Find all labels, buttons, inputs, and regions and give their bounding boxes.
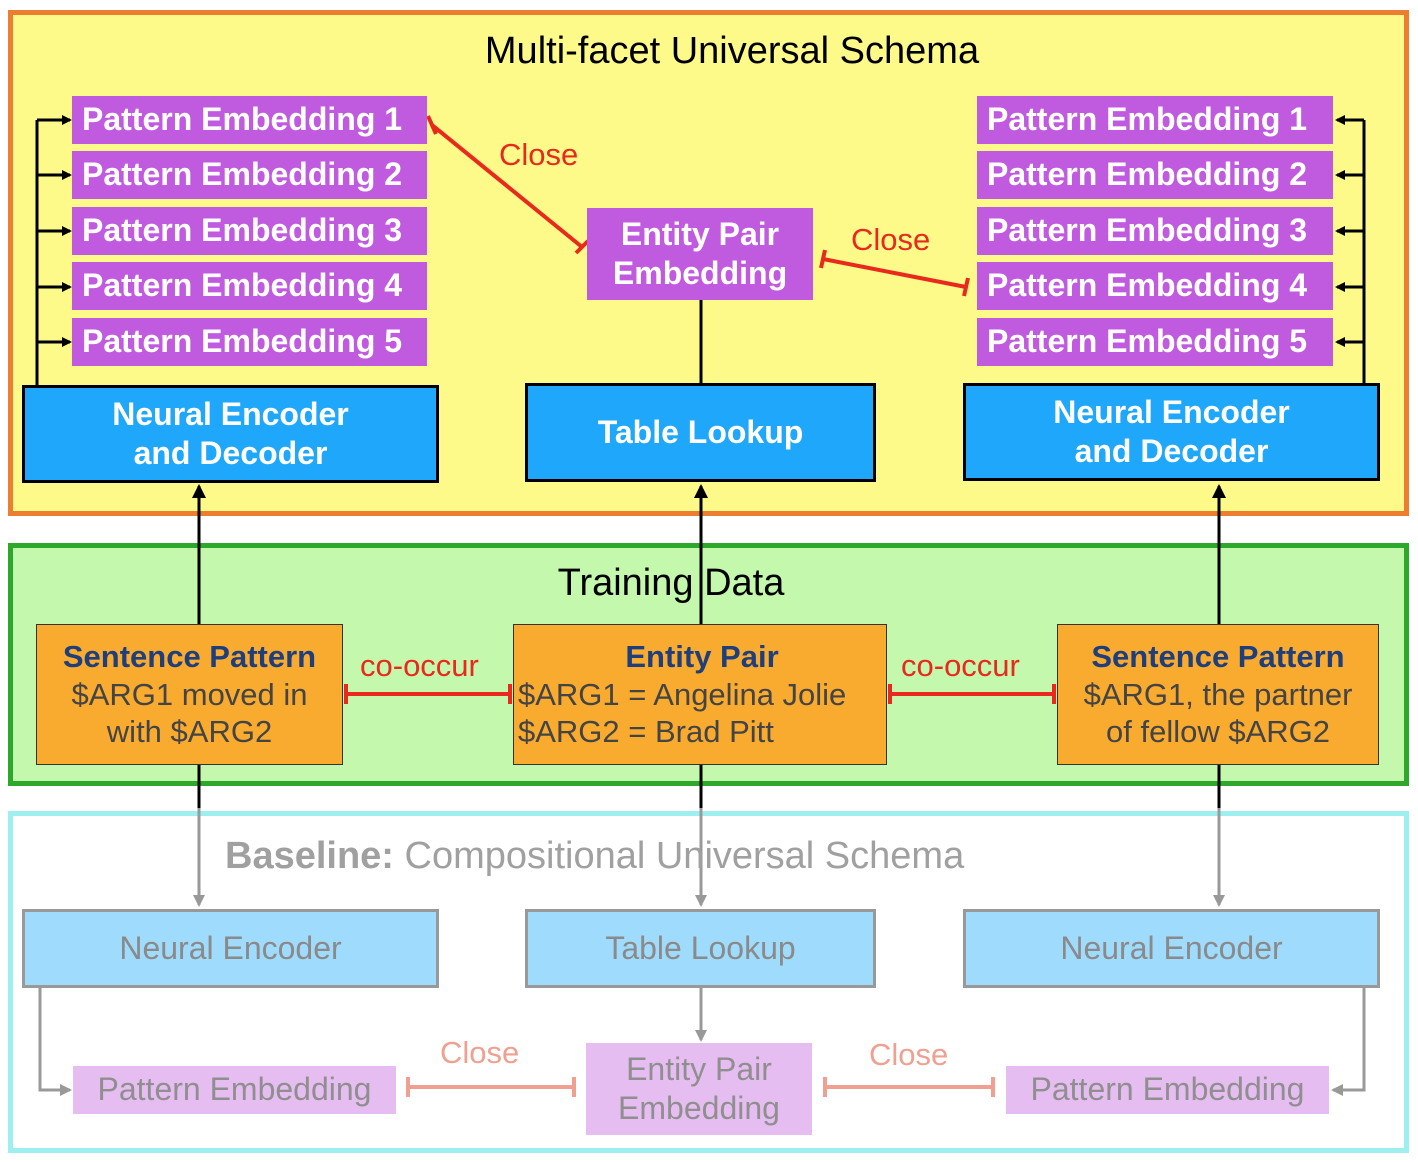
left-pattern-embedding-3: Pattern Embedding 3	[72, 207, 427, 255]
left-encoder-line2: and Decoder	[133, 435, 328, 471]
right-pattern-embedding-1: Pattern Embedding 1	[977, 96, 1333, 144]
table-lookup-label: Table Lookup	[597, 413, 804, 450]
close-label-top-right: Close	[851, 222, 931, 257]
close-lines-top	[426, 115, 970, 297]
right-encoder-bracket	[1335, 115, 1366, 383]
right-sentence-pattern-heading: Sentence Pattern	[1091, 638, 1345, 674]
left-encoder-line1: Neural Encoder	[112, 395, 349, 432]
left-sentence-pattern-heading: Sentence Pattern	[62, 638, 317, 674]
entity-pair-embedding-line2: Embedding	[612, 255, 788, 291]
baseline-right-embedding-label: Pattern Embedding	[1030, 1071, 1305, 1108]
entity-pair-embedding: Entity Pair Embedding	[587, 208, 813, 300]
right-encoder-line2: and Decoder	[1074, 433, 1269, 469]
baseline-right-pattern-embedding: Pattern Embedding	[1006, 1066, 1329, 1114]
right-encoder-line1: Neural Encoder	[1053, 393, 1290, 430]
left-pattern-embedding-2: Pattern Embedding 2	[72, 151, 427, 199]
training-data-title: Training Data	[557, 562, 785, 604]
baseline-left-neural-encoder: Neural Encoder	[22, 909, 439, 988]
baseline-entity-pair-line2: Embedding	[618, 1090, 780, 1126]
left-sentence-pattern: Sentence Pattern $ARG1 moved in with $AR…	[36, 624, 343, 765]
left-pattern-embedding-5: Pattern Embedding 5	[72, 318, 427, 366]
baseline-entity-pair-line1: Entity Pair	[626, 1050, 772, 1087]
table-lookup: Table Lookup	[525, 383, 876, 482]
baseline-left-pattern-embedding: Pattern Embedding	[73, 1066, 396, 1114]
left-sentence-pattern-line2: with $ARG2	[106, 714, 273, 750]
left-sentence-pattern-line1: $ARG1 moved in	[71, 676, 308, 712]
training-to-encoder-arrows	[192, 484, 1226, 625]
right-neural-encoder-decoder: Neural Encoder and Decoder	[963, 383, 1380, 481]
multi-facet-title: Multi-facet Universal Schema	[484, 30, 980, 72]
baseline-right-neural-encoder: Neural Encoder	[963, 909, 1380, 988]
entity-pair-line1: $ARG1 = Angelina Jolie	[518, 676, 847, 712]
baseline-title: Baseline: Compositional Universal Schema	[225, 835, 964, 878]
right-sentence-pattern: Sentence Pattern $ARG1, the partner of f…	[1057, 624, 1379, 765]
right-pattern-embedding-5: Pattern Embedding 5	[977, 318, 1333, 366]
entity-pair-embedding-line1: Entity Pair	[620, 215, 780, 252]
baseline-title-bold: Baseline:	[225, 835, 394, 877]
baseline-left-embedding-label: Pattern Embedding	[97, 1071, 372, 1108]
right-sentence-pattern-line1: $ARG1, the partner	[1083, 676, 1353, 712]
left-neural-encoder-decoder: Neural Encoder and Decoder	[22, 385, 439, 483]
right-pattern-embedding-4: Pattern Embedding 4	[977, 262, 1333, 310]
left-encoder-bracket	[35, 115, 72, 385]
baseline-close-lines	[406, 1077, 995, 1097]
right-pattern-embedding-2: Pattern Embedding 2	[977, 151, 1333, 199]
baseline-table-lookup-label: Table Lookup	[605, 929, 796, 966]
cooccur-label-left: co-occur	[360, 648, 479, 683]
right-pattern-embedding-3: Pattern Embedding 3	[977, 207, 1333, 255]
left-pattern-embedding-1: Pattern Embedding 1	[72, 96, 427, 144]
entity-pair-line2: $ARG2 = Brad Pitt	[518, 714, 774, 750]
baseline-entity-pair-embedding: Entity Pair Embedding	[586, 1043, 812, 1135]
baseline-table-lookup: Table Lookup	[525, 909, 876, 988]
entity-pair-heading: Entity Pair	[625, 638, 779, 674]
entity-pair-box: Entity Pair $ARG1 = Angelina Jolie $ARG2…	[513, 624, 887, 765]
baseline-right-encoder-label: Neural Encoder	[1060, 929, 1283, 966]
baseline-connectors	[38, 988, 1366, 1096]
baseline-left-encoder-label: Neural Encoder	[119, 929, 342, 966]
left-pattern-embedding-4: Pattern Embedding 4	[72, 262, 427, 310]
baseline-close-label-right: Close	[869, 1037, 949, 1072]
baseline-title-rest: Compositional Universal Schema	[393, 835, 965, 877]
right-sentence-pattern-line2: of fellow $ARG2	[1106, 714, 1330, 750]
close-label-top-left: Close	[499, 137, 579, 172]
cooccur-lines	[344, 684, 1056, 704]
baseline-close-label-left: Close	[440, 1035, 520, 1070]
training-to-baseline-lines	[193, 765, 1225, 907]
cooccur-label-right: co-occur	[901, 648, 1020, 683]
